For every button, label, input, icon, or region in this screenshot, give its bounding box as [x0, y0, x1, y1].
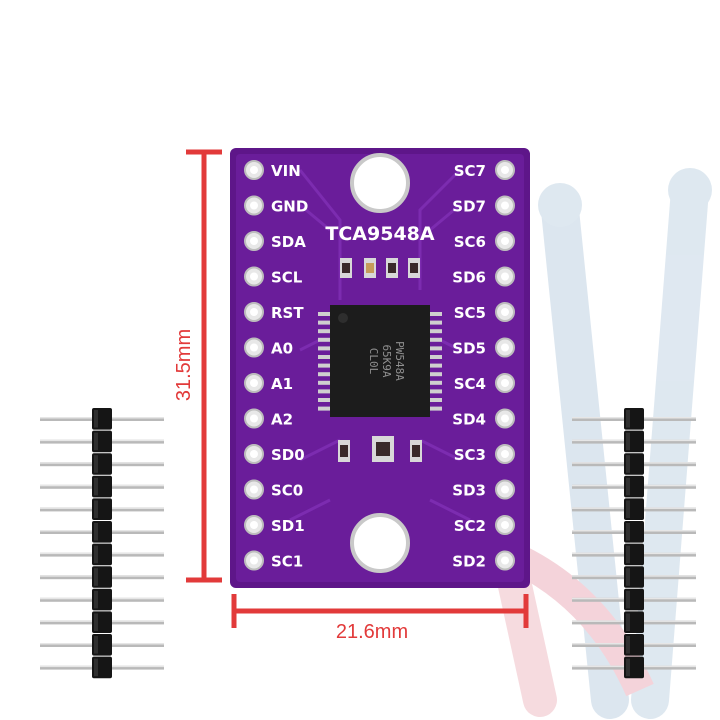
pin-label: A2 — [271, 411, 293, 429]
pin-sd4: SD4 — [452, 408, 515, 429]
pin-header-right — [572, 408, 696, 679]
pin-sc0: SC0 — [244, 479, 303, 500]
pin-sd2: SD2 — [452, 550, 515, 571]
chip-marking-line: CL0L — [367, 348, 380, 375]
pin-label: SC3 — [454, 446, 486, 464]
pin-label: SC6 — [454, 233, 486, 251]
mounting-hole-top — [350, 153, 410, 213]
pin-sc1: SC1 — [244, 550, 303, 571]
pin-sc5: SC5 — [454, 302, 515, 322]
pin-a2: A2 — [244, 408, 293, 429]
pin-sd1: SD1 — [244, 515, 305, 535]
pin-label: SD5 — [452, 340, 486, 358]
mounting-hole-bottom — [350, 513, 410, 573]
pin-gnd: GND — [244, 195, 308, 216]
pin-label: VIN — [271, 162, 301, 180]
pin-vin: VIN — [244, 160, 301, 180]
pin-sd0: SD0 — [244, 444, 305, 464]
smd-components-bottom — [338, 436, 422, 462]
pin-label: SC1 — [271, 553, 303, 571]
pin-sc3: SC3 — [454, 444, 515, 464]
pin-sc2: SC2 — [454, 515, 515, 535]
width-label: 21.6mm — [336, 621, 408, 643]
pin-label: SD3 — [452, 482, 486, 500]
chip-marking-line: 65K9A — [380, 344, 393, 377]
pin-sc7: SC7 — [454, 160, 515, 180]
pin-label: SD0 — [271, 446, 305, 464]
height-label: 31.5mm — [173, 329, 195, 401]
chip-marking-line: PW548A — [393, 341, 406, 381]
pin-label: SC0 — [271, 482, 303, 500]
pin-label: SC7 — [454, 162, 486, 180]
pin-sd5: SD5 — [452, 337, 515, 358]
pin-a0: A0 — [244, 337, 293, 358]
pin-sd3: SD3 — [452, 479, 515, 500]
pin-label: SCL — [271, 269, 303, 287]
pin-label: SDA — [271, 233, 306, 251]
pin-label: SD1 — [271, 517, 305, 535]
pin-sd7: SD7 — [452, 195, 515, 216]
pin-sc6: SC6 — [454, 231, 515, 251]
pin-label: SC5 — [454, 304, 486, 322]
pin-label: A1 — [271, 375, 293, 393]
board-title: TCA9548A — [325, 223, 434, 245]
pin-label: GND — [271, 198, 308, 216]
pin-rst: RST — [244, 302, 304, 322]
pin-label: SC2 — [454, 517, 486, 535]
pin-header-left — [40, 408, 164, 679]
pin-label: RST — [271, 304, 304, 322]
pin-label: SD4 — [452, 411, 486, 429]
pin-sd6: SD6 — [452, 266, 515, 287]
pin-label: SD7 — [452, 198, 486, 216]
pin-sda: SDA — [244, 231, 306, 251]
pin-label: A0 — [271, 340, 293, 358]
pin-label: SC4 — [454, 375, 486, 393]
pin-a1: A1 — [244, 373, 293, 393]
smd-components-top — [340, 258, 420, 278]
width-dimension: 21.6mm — [231, 594, 529, 643]
pin-label: SD6 — [452, 269, 486, 287]
pin-label: SD2 — [452, 553, 486, 571]
pin-scl: SCL — [244, 266, 303, 287]
height-dimension: 31.5mm — [173, 149, 222, 583]
pin-sc4: SC4 — [454, 373, 515, 393]
